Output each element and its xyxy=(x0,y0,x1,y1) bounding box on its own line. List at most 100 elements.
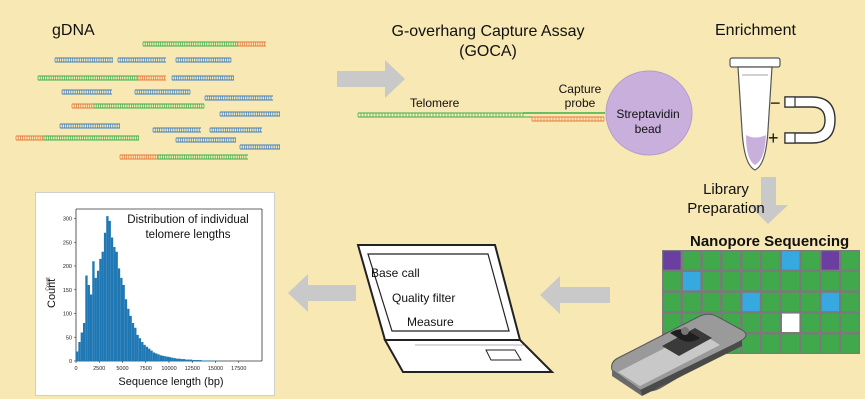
gdna-fragment-segment xyxy=(171,75,234,81)
histogram-y-tick-label: 0 xyxy=(69,359,72,365)
flowcell-pore xyxy=(742,251,760,270)
flowcell-pore xyxy=(702,272,721,291)
histogram-bar xyxy=(101,251,104,361)
flowcell-pore xyxy=(841,292,859,312)
histogram-x-tick-label: 7500 xyxy=(140,366,152,372)
histogram-bar xyxy=(120,277,123,361)
gdna-fragment xyxy=(152,127,201,133)
gdna-fragment-segment xyxy=(117,57,166,63)
histogram-bar xyxy=(85,275,88,361)
capture-probe-line2: probe xyxy=(564,96,596,110)
gdna-fragment xyxy=(119,154,248,160)
histogram-bar xyxy=(87,285,90,361)
gdna-fragment-segment xyxy=(239,144,280,150)
flowcell-pore xyxy=(801,313,820,332)
gdna-fragment xyxy=(239,144,280,150)
histogram-x-tick-label: 12500 xyxy=(185,366,200,372)
gdna-fragment-segment xyxy=(175,57,232,63)
gdna-fragment-segment xyxy=(59,123,120,129)
histogram-bar xyxy=(178,358,181,361)
histogram-panel: Distribution of individual telomere leng… xyxy=(35,192,275,396)
flowcell-pore xyxy=(663,272,681,291)
histogram-bar xyxy=(99,258,102,361)
magnet-icon xyxy=(784,96,836,144)
histogram-bar xyxy=(94,277,97,361)
tube-icon xyxy=(729,57,781,171)
flowcell-pore xyxy=(782,313,800,332)
gdna-fragment xyxy=(117,57,166,63)
histogram-x-tick-label: 0 xyxy=(74,366,77,372)
flowcell-pore xyxy=(762,292,780,312)
histogram-bar xyxy=(145,346,149,361)
histogram-bar xyxy=(115,251,118,361)
flowcell-pore xyxy=(663,313,681,332)
histogram-bar xyxy=(136,334,139,361)
histogram-bar xyxy=(124,299,128,361)
histogram-bar xyxy=(164,356,167,361)
gdna-fragment-segment xyxy=(119,154,158,160)
histogram-bar xyxy=(106,216,109,361)
laptop-step-basecall: Base call xyxy=(371,266,420,280)
histogram-bar xyxy=(127,308,130,361)
gdna-fragment xyxy=(15,135,139,141)
flowcell-pore xyxy=(821,272,839,291)
gdna-fragment xyxy=(209,127,262,133)
gdna-fragment-segment xyxy=(175,137,236,143)
histogram-bar xyxy=(175,358,179,361)
arrow-laptop-to-histogram xyxy=(288,274,356,312)
histogram-bar xyxy=(180,359,183,361)
histogram-x-tick-label: 10000 xyxy=(161,366,176,372)
histogram-y-tick-label: 300 xyxy=(63,217,72,223)
flowcell-pore xyxy=(821,334,839,353)
histogram-bar xyxy=(185,359,188,361)
flowcell-pore xyxy=(782,334,800,353)
histogram-bar xyxy=(171,357,174,361)
capture-probe-line1: Capture xyxy=(558,82,602,96)
gdna-fragment xyxy=(175,57,232,63)
gdna-fragment xyxy=(219,111,280,117)
gdna-fragment xyxy=(142,41,266,47)
histogram-bar xyxy=(159,355,163,361)
histogram-bar xyxy=(108,220,111,361)
gdna-fragment-segment xyxy=(134,89,191,95)
gdna-fragment-segment xyxy=(61,89,112,95)
magnet-plus-sign: + xyxy=(768,128,779,148)
histogram-bar xyxy=(155,353,158,361)
arrow-enrichment-to-libprep xyxy=(749,177,788,224)
histogram-y-tick-label: 150 xyxy=(63,288,72,294)
flowcell-pore xyxy=(683,292,701,312)
flowcell-pore xyxy=(663,292,681,312)
flowcell-pore xyxy=(801,251,820,270)
flowcell-pore xyxy=(663,251,681,270)
gdna-title: gDNA xyxy=(52,22,95,39)
gdna-fragment xyxy=(175,137,236,143)
flowcell-pore xyxy=(821,292,839,312)
histogram-bar xyxy=(78,342,81,361)
flowcell-pore xyxy=(762,251,780,270)
histogram-bar xyxy=(196,360,200,361)
gdna-fragment xyxy=(204,95,273,101)
flowcell-pore xyxy=(762,334,780,353)
histogram-bar xyxy=(129,315,132,361)
flowcell-pore xyxy=(782,272,800,291)
histogram-bar xyxy=(143,344,146,361)
histogram-bar xyxy=(96,270,100,361)
flowcell-pore xyxy=(821,313,839,332)
flowcell-pore xyxy=(722,272,740,291)
gdna-fragment-segment xyxy=(157,154,248,160)
histogram-x-tick-label: 15000 xyxy=(208,366,223,372)
histogram-bar xyxy=(148,348,151,361)
flowcell-pore xyxy=(722,251,740,270)
histogram-bar xyxy=(152,352,156,361)
gdna-fragment xyxy=(37,75,166,81)
flowcell-pore xyxy=(742,313,760,332)
flowcell-pore xyxy=(841,272,859,291)
flowcell-pore xyxy=(801,334,820,353)
gdna-fragment xyxy=(71,103,205,109)
gdna-fragment xyxy=(54,57,113,63)
flowcell-pore xyxy=(683,251,701,270)
histogram-bar xyxy=(138,338,142,361)
histogram-bar xyxy=(169,357,172,361)
streptavidin-line2: bead xyxy=(634,122,662,136)
